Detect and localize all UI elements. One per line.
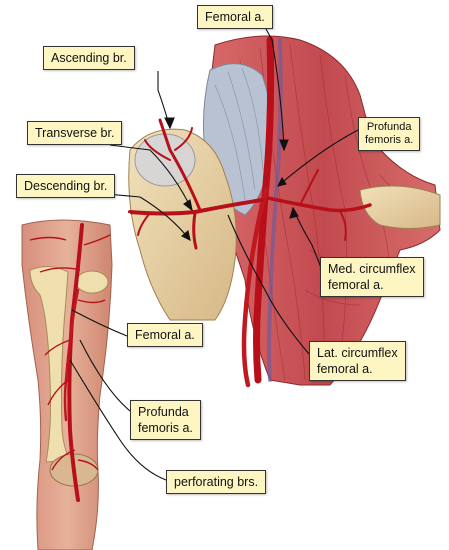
leg-inset-drawing (0, 213, 130, 550)
label-line: femoral a. (328, 278, 384, 292)
lateral-circumflex-branches (128, 118, 264, 250)
leader-profunda-mid (79, 339, 131, 412)
label-perforating-branches: perforating brs. (166, 470, 267, 494)
label-ascending-branch: Ascending br. (43, 46, 135, 70)
label-profunda-femoris-top: Profunda femoris a. (358, 117, 421, 151)
label-profunda-femoris-mid: Profunda femoris a. (130, 400, 201, 440)
leader-arrow-ascending (164, 117, 175, 130)
label-line: femoral a. (317, 362, 373, 376)
label-femoral-artery-mid: Femoral a. (127, 323, 203, 347)
leader-perforating (69, 359, 167, 481)
leader-arrow-transverse (183, 199, 193, 212)
leader-arrow-profunda-top (276, 176, 287, 187)
inset-branches (29, 234, 111, 471)
label-descending-branch: Descending br. (16, 174, 116, 198)
leader-arrow-femoral-top (279, 139, 289, 152)
label-medial-circumflex: Med. circumflex femoral a. (320, 257, 424, 297)
leader-lines (69, 28, 359, 481)
leader-profunda-top (277, 129, 359, 187)
femoral-artery-trunk (253, 36, 275, 384)
label-line: Med. circumflex (328, 262, 416, 276)
label-line: Lat. circumflex (317, 346, 398, 360)
pubic-bone (359, 185, 441, 229)
label-transverse-branch: Transverse br. (27, 121, 123, 145)
leader-femoral-mid (71, 309, 128, 337)
leader-arrow-med-circumflex (289, 206, 299, 219)
medial-circumflex-branches (266, 169, 372, 241)
femoral-artery-inset (67, 223, 84, 502)
label-line: femoris a. (138, 421, 193, 435)
label-femoral-artery-top: Femoral a. (197, 5, 273, 29)
leader-lat-circumflex (227, 214, 310, 355)
hip-joint-inset (75, 270, 109, 294)
leader-arrow-descending (181, 229, 191, 242)
label-line: Profunda (138, 405, 189, 419)
label-lateral-circumflex: Lat. circumflex femoral a. (309, 341, 406, 381)
label-line: femoris a. (365, 134, 414, 146)
profunda-artery-inset (63, 288, 80, 422)
label-line: Profunda (366, 121, 412, 133)
leader-femoral-top (265, 28, 285, 151)
profunda-femoris-artery (241, 187, 269, 388)
